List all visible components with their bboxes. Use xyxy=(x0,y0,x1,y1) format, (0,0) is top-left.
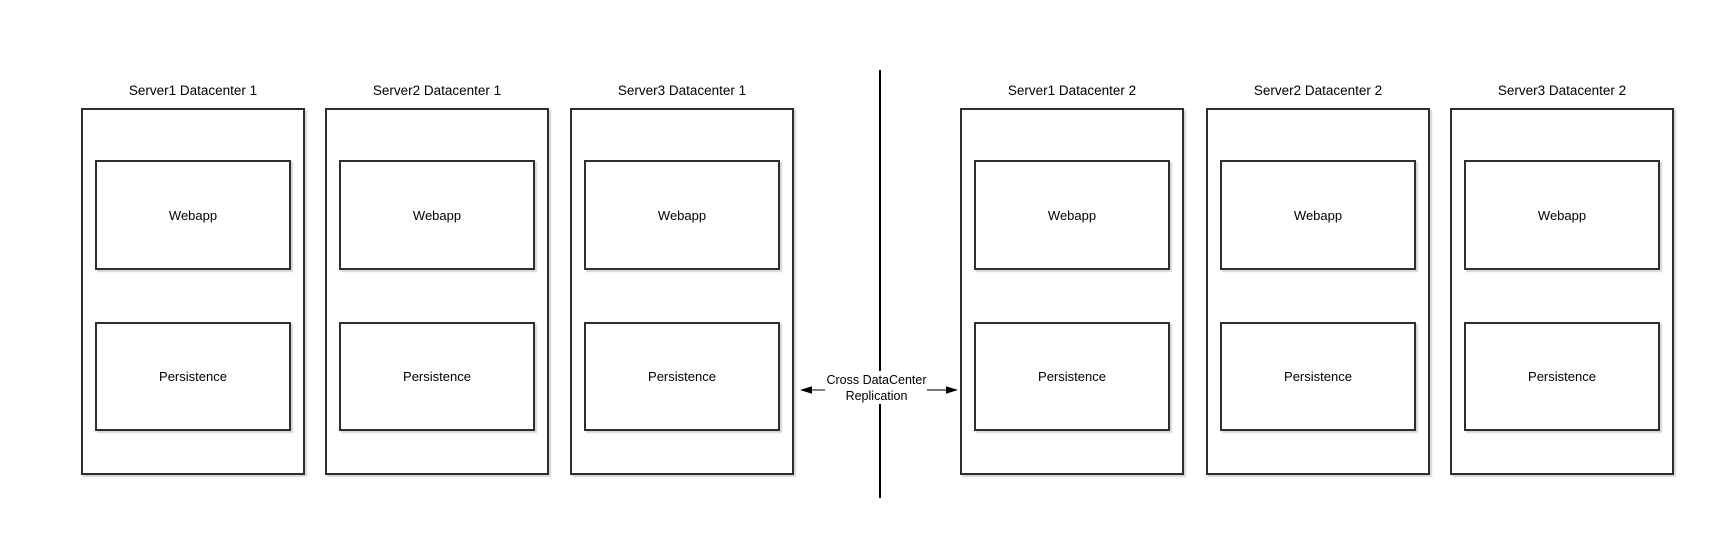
persistence-label: Persistence xyxy=(159,369,227,384)
webapp-box: Webapp xyxy=(1220,160,1416,270)
webapp-label: Webapp xyxy=(1537,207,1587,223)
server3-datacenter1: Server3 Datacenter 1 Webapp Persistence xyxy=(570,82,794,475)
webapp-box: Webapp xyxy=(1464,160,1660,270)
webapp-label: Webapp xyxy=(657,207,707,223)
webapp-box: Webapp xyxy=(95,160,291,270)
server-outline: Webapp Persistence xyxy=(1206,108,1430,475)
server1-datacenter1: Server1 Datacenter 1 Webapp Persistence xyxy=(81,82,305,475)
webapp-label: Webapp xyxy=(168,207,218,223)
persistence-label: Persistence xyxy=(1038,369,1106,384)
datacenter-divider-line xyxy=(879,70,881,498)
server3-datacenter2: Server3 Datacenter 2 Webapp Persistence xyxy=(1450,82,1674,475)
server-title: Server2 Datacenter 1 xyxy=(372,83,502,98)
persistence-label: Persistence xyxy=(1528,369,1596,384)
webapp-box: Webapp xyxy=(974,160,1170,270)
left-arrow xyxy=(800,386,825,394)
server-outline: Webapp Persistence xyxy=(570,108,794,475)
server-title: Server3 Datacenter 1 xyxy=(617,83,747,98)
replication-label-line1: Cross DataCenter xyxy=(826,373,927,387)
webapp-box: Webapp xyxy=(584,160,780,270)
server-outline: Webapp Persistence xyxy=(960,108,1184,475)
server-title: Server3 Datacenter 2 xyxy=(1497,83,1627,98)
persistence-box: Persistence xyxy=(1464,322,1660,431)
right-arrow xyxy=(927,386,958,394)
persistence-box: Persistence xyxy=(1220,322,1416,431)
webapp-box: Webapp xyxy=(339,160,535,270)
server-outline: Webapp Persistence xyxy=(1450,108,1674,475)
server-title: Server2 Datacenter 2 xyxy=(1253,83,1383,98)
persistence-label: Persistence xyxy=(1284,369,1352,384)
server2-datacenter2: Server2 Datacenter 2 Webapp Persistence xyxy=(1206,82,1430,475)
replication-arrows xyxy=(800,386,958,394)
replication-label-line2: Replication xyxy=(845,388,908,403)
replication-label: Cross DataCenter Replication xyxy=(826,371,927,404)
persistence-label: Persistence xyxy=(403,369,471,384)
webapp-label: Webapp xyxy=(412,207,462,223)
persistence-box: Persistence xyxy=(95,322,291,431)
server-outline: Webapp Persistence xyxy=(81,108,305,475)
server2-datacenter1: Server2 Datacenter 1 Webapp Persistence xyxy=(325,82,549,475)
webapp-label: Webapp xyxy=(1293,207,1343,223)
server-outline: Webapp Persistence xyxy=(325,108,549,475)
webapp-label: Webapp xyxy=(1047,207,1097,223)
persistence-box: Persistence xyxy=(339,322,535,431)
persistence-box: Persistence xyxy=(584,322,780,431)
server1-datacenter2: Server1 Datacenter 2 Webapp Persistence xyxy=(960,82,1184,475)
server-title: Server1 Datacenter 1 xyxy=(128,83,258,98)
persistence-label: Persistence xyxy=(648,369,716,384)
persistence-box: Persistence xyxy=(974,322,1170,431)
server-title: Server1 Datacenter 2 xyxy=(1007,83,1137,98)
